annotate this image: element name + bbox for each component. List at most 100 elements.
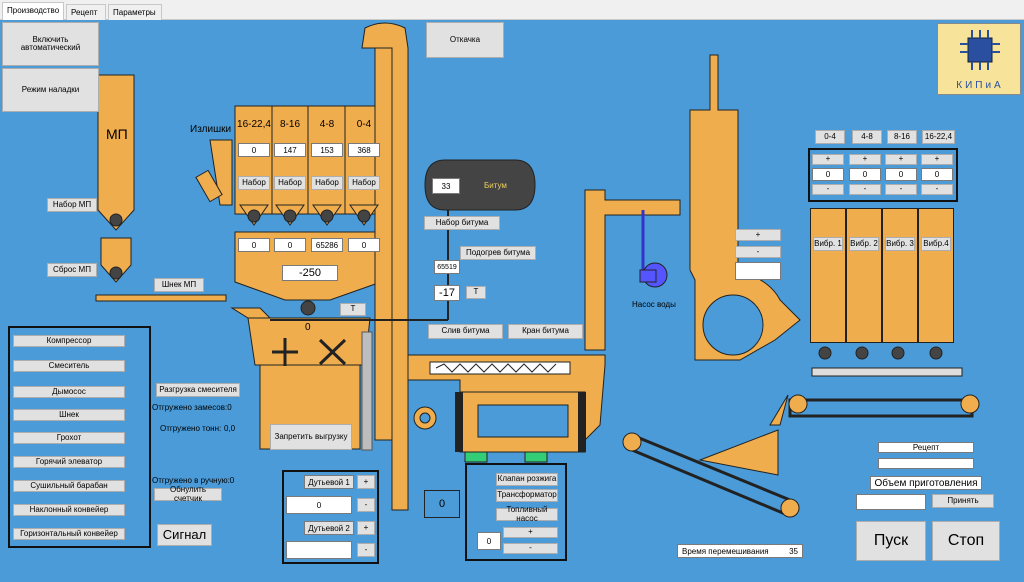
mp-label: МП bbox=[106, 126, 128, 142]
weigher-value: 0 bbox=[348, 238, 380, 252]
equipment-button[interactable]: Компрессор bbox=[13, 335, 125, 347]
blower-plus-button[interactable]: + bbox=[357, 521, 375, 535]
weigher-total: -250 bbox=[282, 265, 338, 281]
recipe-label: Рецепт bbox=[878, 442, 974, 453]
equipment-button[interactable]: Дымосос bbox=[13, 386, 125, 398]
ignition-valve-button[interactable]: Клапан розжига bbox=[496, 473, 558, 486]
tab-recipe[interactable]: Рецепт bbox=[66, 4, 106, 20]
equipment-button[interactable]: Шнек bbox=[13, 409, 125, 421]
equipment-frame bbox=[8, 326, 151, 548]
bin-label: 8-16 bbox=[279, 119, 300, 130]
burner-minus-button[interactable]: - bbox=[503, 543, 558, 554]
stop-button[interactable]: Стоп bbox=[932, 521, 1000, 561]
blower-value bbox=[286, 541, 352, 559]
bin-label: 0-4 bbox=[356, 119, 372, 130]
vib-minus-button[interactable]: - bbox=[812, 184, 844, 195]
tab-parameters[interactable]: Параметры bbox=[108, 4, 162, 20]
tons-shipped-value: 0,0 bbox=[224, 424, 236, 433]
vib-size-label: 16-22,4 bbox=[922, 130, 955, 144]
vib-value[interactable]: 0 bbox=[921, 168, 953, 181]
vib-minus-button[interactable]: - bbox=[849, 184, 881, 195]
bin-fill-button[interactable]: Набор bbox=[238, 176, 270, 190]
equipment-button[interactable]: Горизонтальный конвейер bbox=[13, 528, 125, 540]
vib-minus-button[interactable]: - bbox=[921, 184, 953, 195]
bitumen-valve-button[interactable]: Кран битума bbox=[508, 324, 583, 339]
equipment-button[interactable]: Горячий элеватор bbox=[13, 456, 125, 468]
tab-bar: Производство Рецепт Параметры bbox=[0, 0, 1024, 21]
tab-production[interactable]: Производство bbox=[2, 2, 64, 21]
burner-plus-button[interactable]: + bbox=[503, 527, 558, 538]
blower-plus-button[interactable]: + bbox=[357, 475, 375, 489]
vib-size-label: 8-16 bbox=[887, 130, 917, 144]
blower-minus-button[interactable]: - bbox=[357, 543, 375, 557]
transformer-button[interactable]: Трансформатор bbox=[496, 489, 558, 502]
excess-gate-shape bbox=[195, 169, 223, 203]
vib-value[interactable]: 0 bbox=[812, 168, 844, 181]
mp-fill-button[interactable]: Набор МП bbox=[47, 198, 97, 212]
vib-value[interactable]: 0 bbox=[885, 168, 917, 181]
vib-size-label: 0-4 bbox=[815, 130, 845, 144]
vib-minus-button[interactable]: - bbox=[885, 184, 917, 195]
blower-value: 0 bbox=[286, 496, 352, 514]
water-plus-button[interactable]: + bbox=[735, 229, 781, 241]
bitumen-tank-value: 33 bbox=[432, 178, 460, 194]
vib-value[interactable]: 0 bbox=[849, 168, 881, 181]
volume-input[interactable] bbox=[856, 494, 926, 510]
weigher-value: 65286 bbox=[311, 238, 343, 252]
vib-plus-button[interactable]: + bbox=[921, 154, 953, 165]
bin-value: 153 bbox=[311, 143, 343, 157]
bin-fill-button[interactable]: Набор bbox=[274, 176, 306, 190]
equipment-button[interactable]: Смеситель bbox=[13, 360, 125, 372]
vib-feeder-button[interactable]: Вибр. 1 bbox=[813, 237, 843, 251]
setup-mode-button[interactable]: Режим наладки bbox=[2, 68, 99, 112]
blower-minus-button[interactable]: - bbox=[357, 498, 375, 512]
water-minus-button[interactable]: - bbox=[735, 246, 781, 258]
vib-plus-button[interactable]: + bbox=[849, 154, 881, 165]
equipment-button[interactable]: Сушильный барабан bbox=[13, 480, 125, 492]
burner-value: 0 bbox=[477, 532, 501, 550]
bitumen-drain-button[interactable]: Слив битума bbox=[428, 324, 503, 339]
forbid-unload-button[interactable]: Запретить выгрузку bbox=[270, 424, 352, 450]
vib-feeder-button[interactable]: Вибр.4 bbox=[921, 237, 951, 251]
production-panel: Включить автоматический Режим наладки От… bbox=[0, 20, 1024, 582]
bitumen-fill-button[interactable]: Набор битума bbox=[424, 216, 500, 230]
vib-plus-button[interactable]: + bbox=[885, 154, 917, 165]
chip-icon bbox=[960, 30, 1000, 70]
start-button[interactable]: Пуск bbox=[856, 521, 926, 561]
fuel-pump-button[interactable]: Топливный насос bbox=[496, 505, 558, 522]
bin-label: 4-8 bbox=[319, 119, 335, 130]
exhaust-duct-shape bbox=[584, 189, 681, 351]
equipment-button[interactable]: Грохот bbox=[13, 432, 125, 444]
elevator-counter: 0 bbox=[424, 490, 460, 518]
pump-out-button[interactable]: Откачка bbox=[426, 22, 504, 58]
vib-hopper bbox=[846, 208, 882, 343]
bitumen-heat-button[interactable]: Подогрев битума bbox=[460, 246, 536, 260]
vib-feeder-button[interactable]: Вибр. 3 bbox=[885, 237, 915, 251]
mp-screw-button[interactable]: Шнек МП bbox=[154, 278, 204, 292]
excess-chute-shape bbox=[209, 139, 233, 206]
gates-layer bbox=[109, 204, 943, 366]
vib-hopper bbox=[918, 208, 954, 343]
bin-value: 0 bbox=[238, 143, 270, 157]
bin-fill-button[interactable]: Набор bbox=[311, 176, 343, 190]
bin-fill-button[interactable]: Набор bbox=[348, 176, 380, 190]
bitumen-temp-button[interactable]: Т bbox=[466, 286, 486, 299]
vib-hopper bbox=[810, 208, 846, 343]
cyclone-shape bbox=[689, 54, 801, 361]
mixer-unload-button[interactable]: Разгрузка смесителя bbox=[156, 383, 240, 397]
reset-counter-button[interactable]: Обнулить счетчик bbox=[154, 485, 222, 502]
feeder-belt-shape bbox=[811, 367, 963, 377]
auto-mode-button[interactable]: Включить автоматический bbox=[2, 22, 99, 66]
bitumen-temp-value: -17 bbox=[434, 285, 460, 301]
signal-button[interactable]: Сигнал bbox=[157, 524, 212, 546]
recipe-value[interactable] bbox=[878, 458, 974, 469]
vib-plus-button[interactable]: + bbox=[812, 154, 844, 165]
bin-value: 368 bbox=[348, 143, 380, 157]
equipment-button[interactable]: Наклонный конвейер bbox=[13, 504, 125, 516]
accept-button[interactable]: Принять bbox=[932, 494, 994, 508]
vib-feeder-button[interactable]: Вибр. 2 bbox=[849, 237, 879, 251]
mp-dump-button[interactable]: Сброс МП bbox=[47, 263, 97, 277]
mp-screw-shape bbox=[95, 294, 227, 302]
blower-label: Дутьевой 1 bbox=[304, 475, 354, 489]
mixer-temp-button[interactable]: Т bbox=[340, 303, 366, 316]
